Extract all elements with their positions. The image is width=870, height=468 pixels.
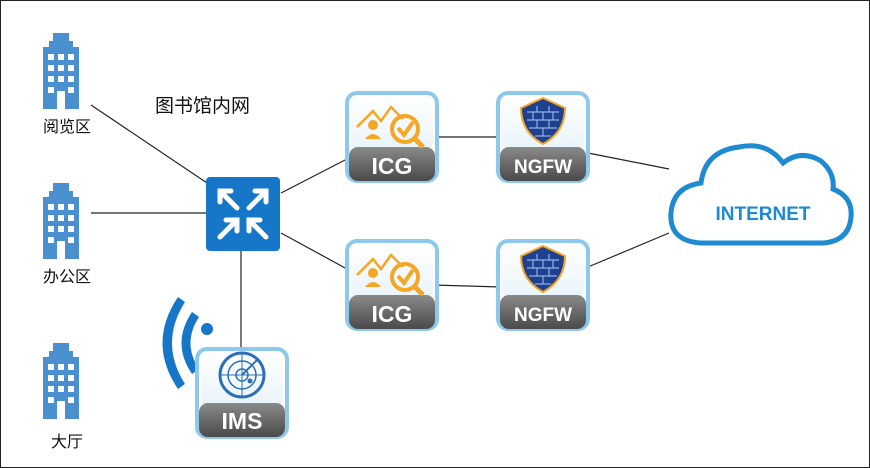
- icg-label-top: ICG: [372, 153, 413, 179]
- building-lobby: 大厅: [43, 343, 83, 451]
- wireless-signal-icon: [162, 297, 213, 389]
- ngfw-label-top: NGFW: [514, 157, 572, 178]
- internet-cloud: INTERNET: [668, 143, 854, 246]
- connection-lines: [90, 104, 670, 351]
- ims-device: IMS: [195, 347, 289, 439]
- building-label-lobby: 大厅: [51, 432, 83, 451]
- link-ngfw-internet-bottom: [587, 232, 670, 268]
- ims-label: IMS: [222, 408, 263, 434]
- building-label-office: 办公区: [43, 267, 91, 286]
- link-switch-icg-top: [280, 158, 348, 194]
- radar-icon: [218, 351, 266, 399]
- switch-icon: [206, 177, 280, 251]
- ngfw-device-bottom: NGFW: [496, 239, 590, 331]
- cloud-icon: [668, 143, 854, 246]
- building-office-area: 办公区: [43, 183, 91, 286]
- ngfw-device-top: NGFW: [496, 91, 590, 183]
- building-icon: [43, 343, 79, 419]
- link-switch-icg-bottom: [280, 232, 348, 270]
- building-icon: [43, 183, 79, 259]
- ngfw-label-bottom: NGFW: [514, 305, 572, 326]
- link-ngfw-internet-top: [587, 152, 670, 170]
- link-icg-ngfw-bottom: [432, 284, 502, 288]
- link-reading-switch: [90, 104, 214, 188]
- building-label-reading: 阅览区: [43, 117, 91, 136]
- icg-label-bottom: ICG: [372, 301, 413, 327]
- internet-label: INTERNET: [716, 204, 811, 225]
- building-reading-area: 阅览区: [43, 33, 91, 136]
- icg-device-top: ICG: [345, 91, 439, 183]
- core-switch: [206, 177, 280, 251]
- icg-device-bottom: ICG: [345, 239, 439, 331]
- intranet-title: 图书馆内网: [155, 95, 250, 117]
- building-icon: [43, 33, 79, 109]
